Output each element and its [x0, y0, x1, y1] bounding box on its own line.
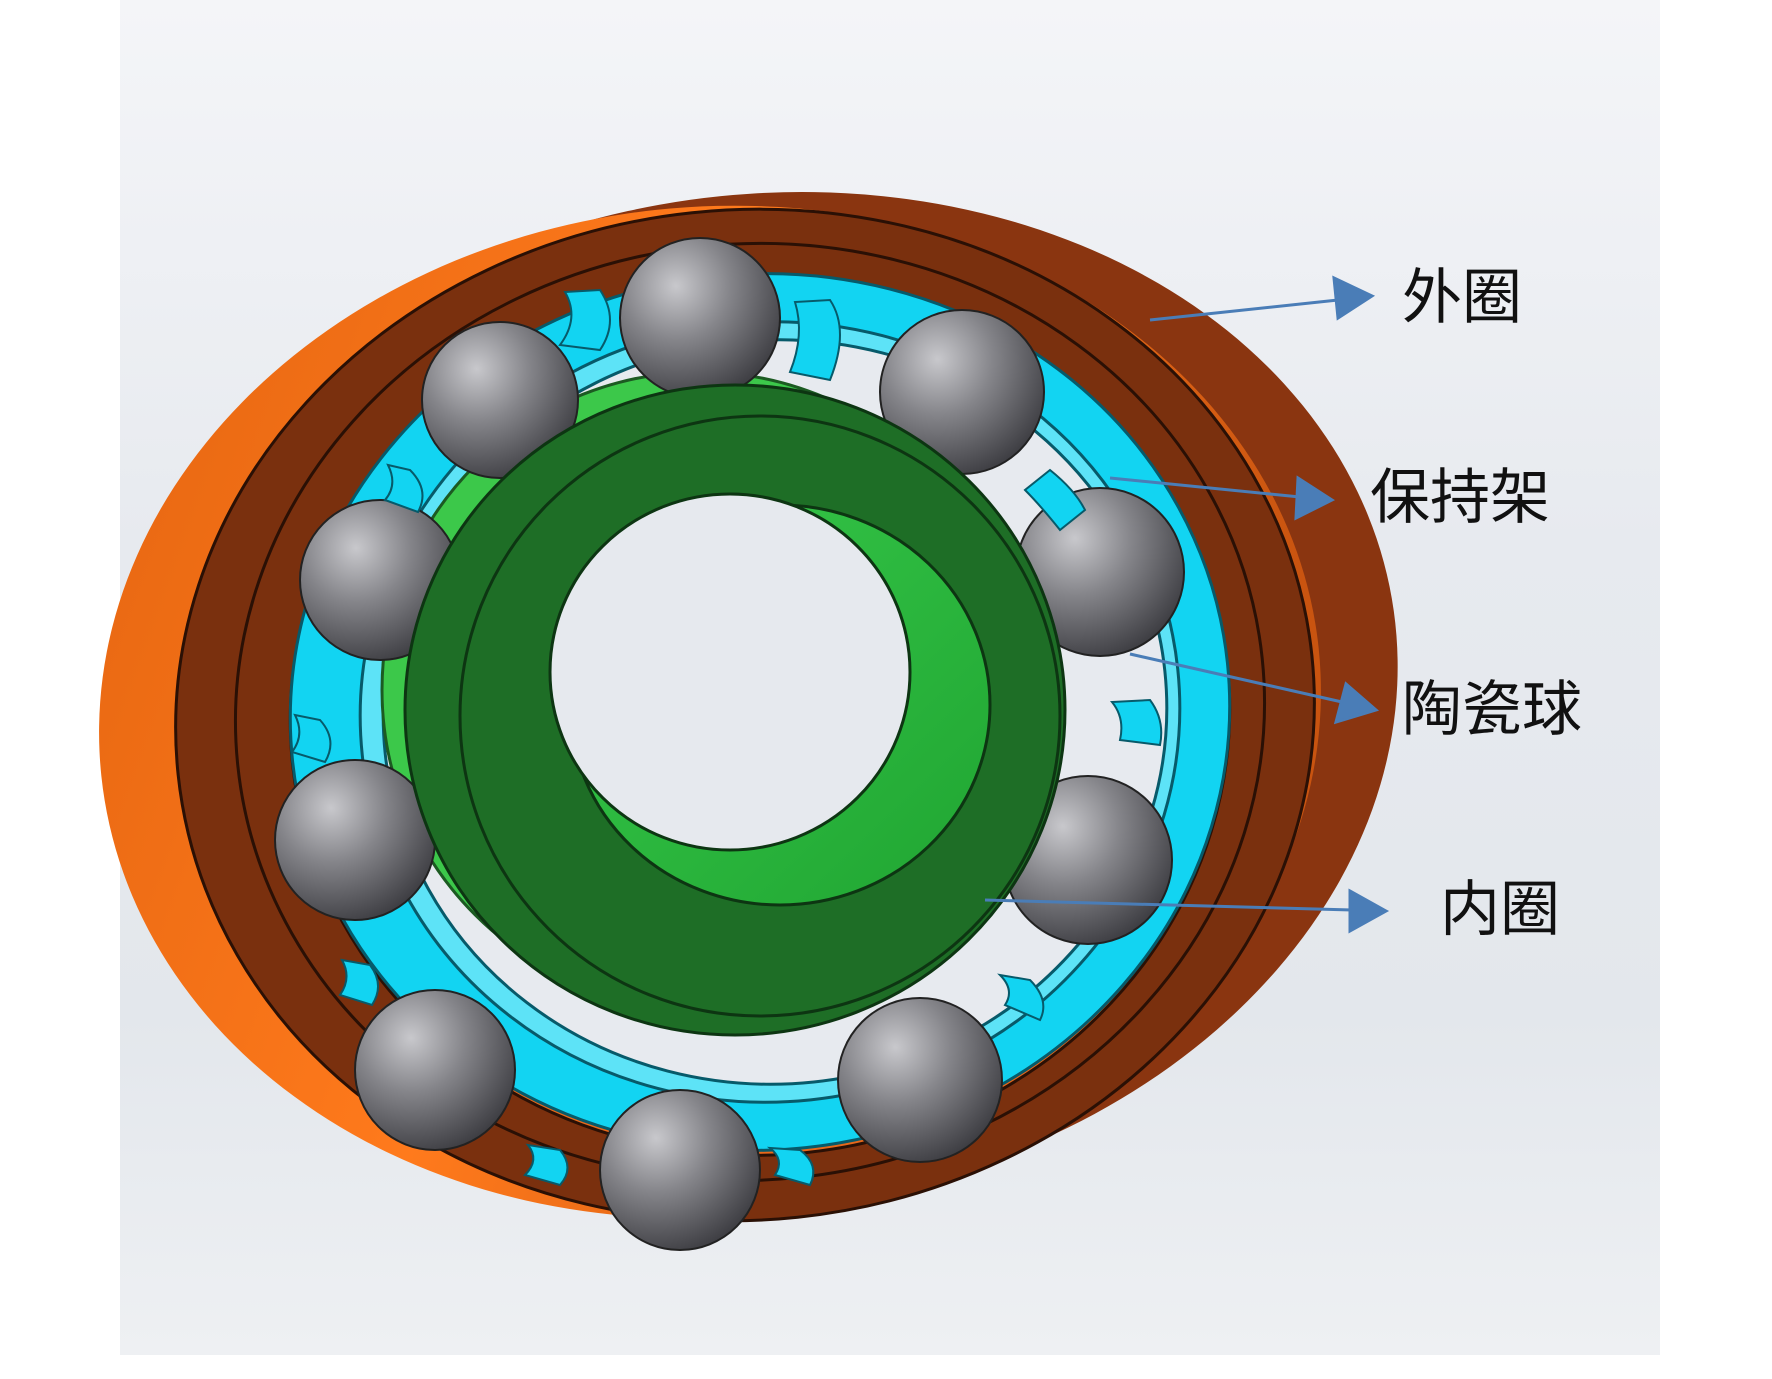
ceramic-balls — [274, 237, 1185, 1251]
outer-ring-arrow-line — [1149, 298, 1339, 322]
ceramic-ball — [274, 759, 436, 921]
ceramic-ball-label: 陶瓷球 — [1402, 675, 1582, 745]
inner-ring-arrowhead — [1348, 888, 1390, 934]
ceramic-ball — [354, 989, 516, 1151]
cage-arrow-line — [1109, 476, 1301, 499]
callout-arrows — [984, 275, 1390, 934]
ceramic-ball — [837, 997, 1003, 1163]
inner-ring-label: 内圈 — [1440, 875, 1560, 945]
outer-ring-label: 外圈 — [1402, 263, 1522, 333]
ceramic-ball — [619, 237, 781, 399]
inner-ring — [403, 383, 1067, 1037]
ball-arrowhead — [1333, 681, 1380, 725]
cage-label: 保持架 — [1370, 463, 1550, 533]
ceramic-ball — [421, 321, 579, 479]
outer-ring-arrowhead — [1332, 275, 1376, 321]
cage-bridges — [290, 288, 1163, 1187]
ceramic-ball — [599, 1089, 761, 1251]
cage-arrowhead — [1294, 475, 1336, 521]
inner-ring-arrow-line — [984, 898, 1353, 912]
ball-arrow-line — [1129, 652, 1343, 704]
inner-ring-bore — [548, 492, 912, 852]
